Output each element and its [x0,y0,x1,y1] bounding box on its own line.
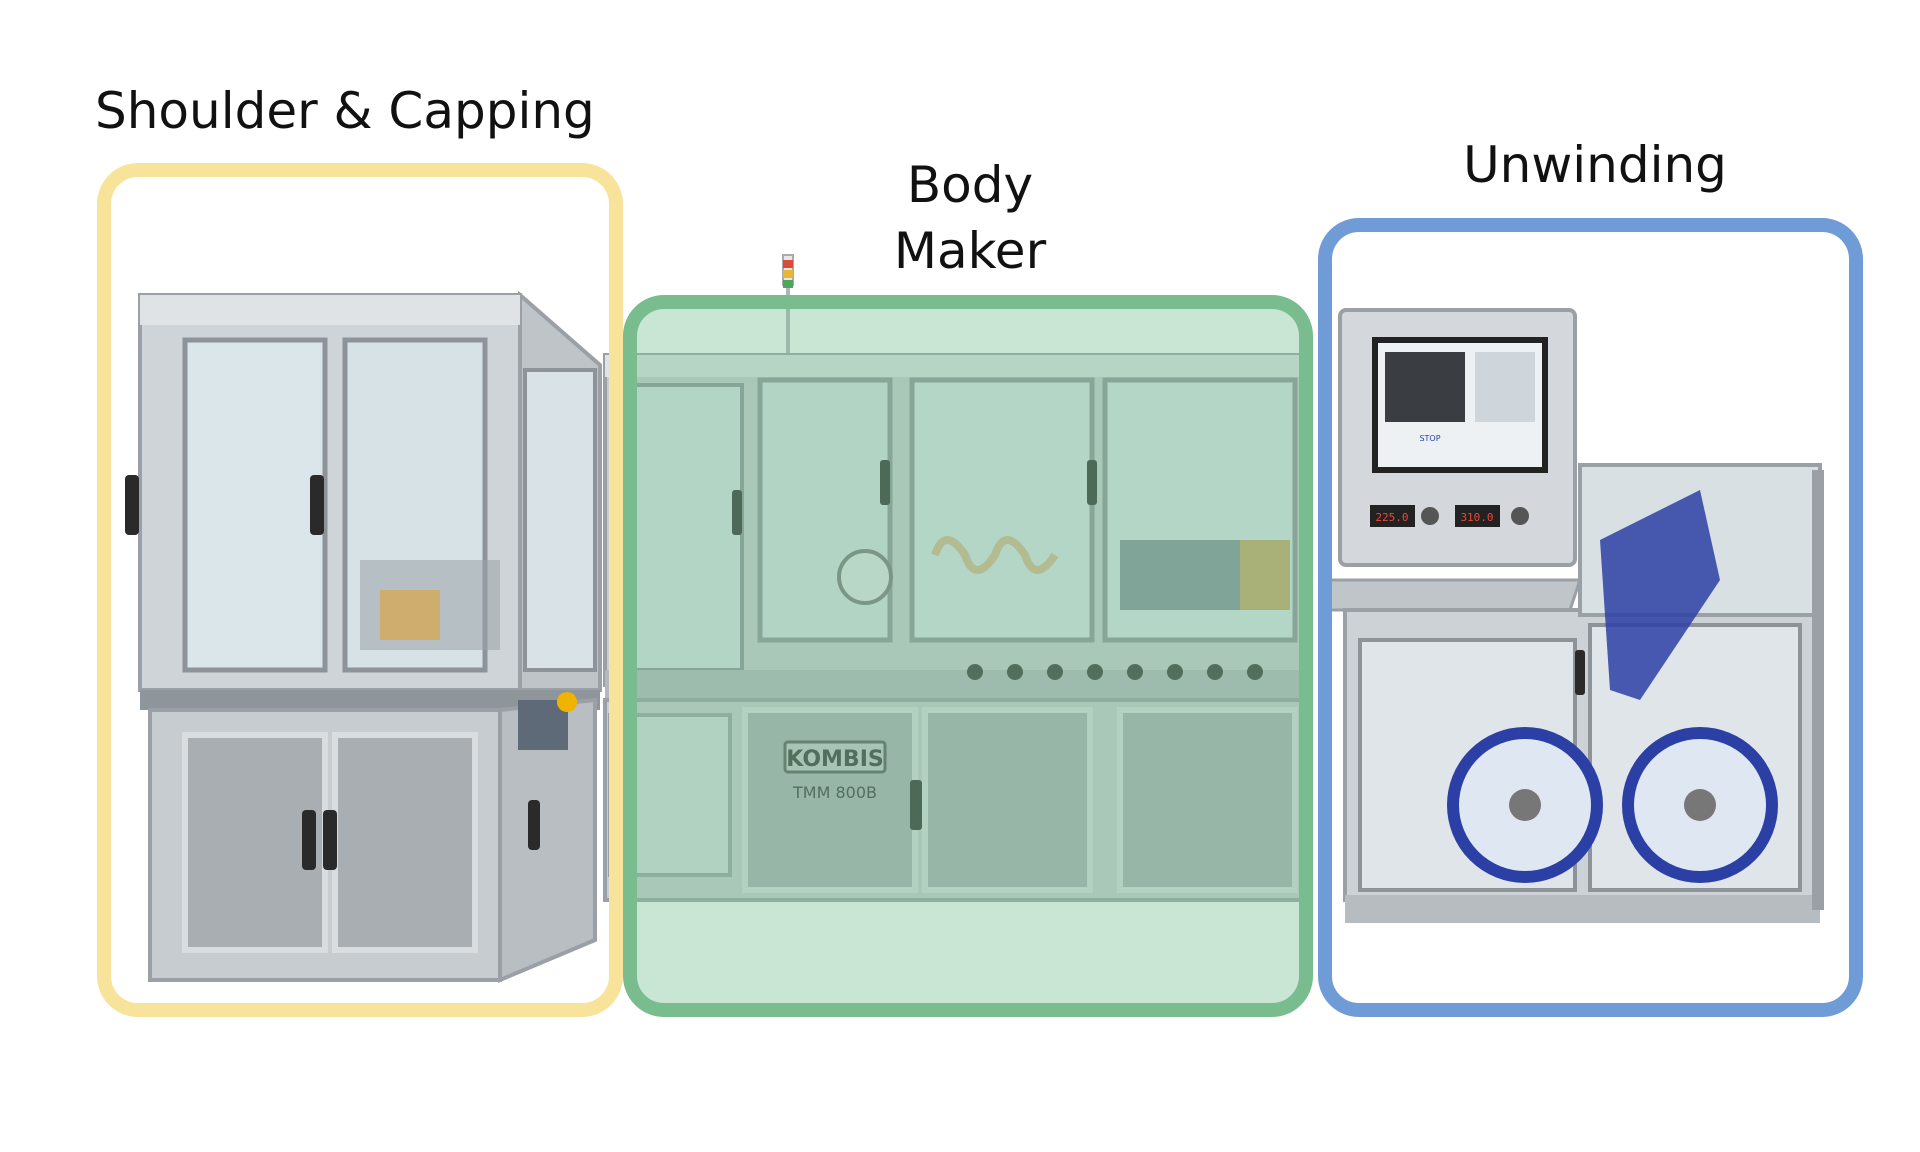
label-shoulder-capping: Shoulder & Capping [95,82,595,140]
body-maker-module: KOMBIS TMM 800B [603,254,1307,902]
glass-door-left [182,337,328,673]
unwinding-module: STOP 225.0 310.0 [1317,308,1824,923]
label-body-line-2: Maker [893,222,1047,280]
control-desk [1317,578,1583,612]
label-body-line-1: Body [906,156,1034,214]
model-text: TMM 800B [792,783,877,802]
box-body-maker [623,295,1313,1017]
box-shoulder-capping [97,163,623,1017]
label-body-maker: Body Maker [840,152,1100,284]
brand-plate [783,740,887,774]
temp-right: 310.0 [1460,511,1493,524]
label-unwinding: Unwinding [1463,136,1727,194]
gauge-row [967,664,1263,680]
box-unwinding [1318,218,1863,1017]
brand-text: KOMBIS [786,747,883,772]
shoulder-capping-module [125,290,602,984]
hmi-stop-label[interactable]: STOP [1419,434,1440,443]
temp-left: 225.0 [1375,511,1408,524]
